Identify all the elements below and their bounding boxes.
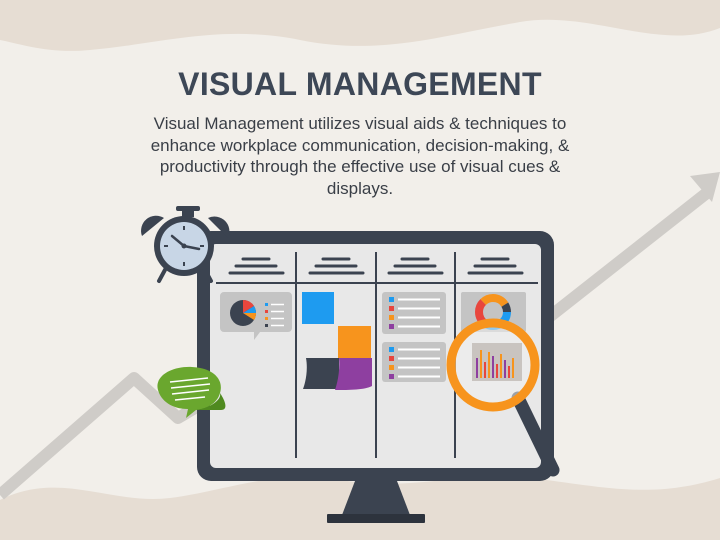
checklist-icon — [382, 292, 446, 382]
board-grid — [216, 252, 538, 458]
slide-description: Visual Management utilizes visual aids &… — [150, 114, 570, 198]
bar-chart-icon — [476, 350, 514, 378]
monitor-stand — [327, 481, 425, 523]
slide-title: VISUAL MANAGEMENT — [178, 66, 542, 102]
pie-chart-icon — [220, 292, 292, 340]
chat-bubble-icon — [157, 366, 226, 418]
board-header-lines — [228, 257, 524, 275]
magnifying-glass-icon — [446, 318, 560, 477]
sticky-note-icon — [302, 292, 372, 390]
alarm-clock-icon — [141, 206, 230, 283]
top-wave — [0, 0, 720, 51]
